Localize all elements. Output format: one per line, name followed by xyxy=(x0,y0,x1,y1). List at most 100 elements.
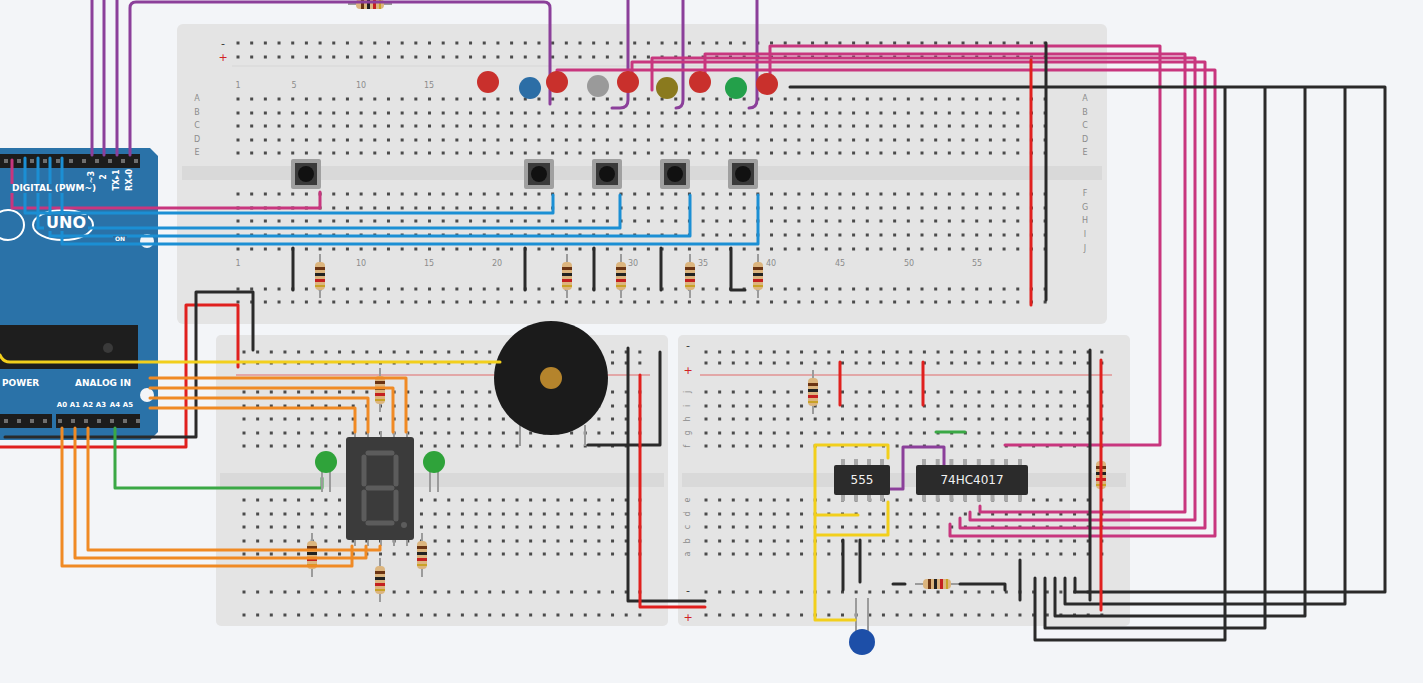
row-letter: H xyxy=(1082,217,1088,225)
arduino-board xyxy=(0,154,140,168)
rail-marker: - xyxy=(686,585,690,596)
led xyxy=(725,77,747,99)
row-letter: f xyxy=(684,445,692,448)
resistor-symbol xyxy=(307,533,317,577)
capacitor xyxy=(856,598,868,632)
wire xyxy=(632,62,1205,528)
led xyxy=(546,71,568,93)
row-letter: A xyxy=(1082,95,1087,103)
pin-label: A4 xyxy=(110,402,120,409)
column-number: 20 xyxy=(492,260,502,268)
wire xyxy=(115,428,322,488)
buzzer xyxy=(584,425,586,446)
rail-marker: + xyxy=(683,365,692,376)
chip-label: 74HC4017 xyxy=(940,474,1003,486)
pushbutton xyxy=(735,166,751,182)
board-label: POWER xyxy=(0,379,41,388)
row-letter: a xyxy=(684,552,692,557)
wire xyxy=(0,0,1385,640)
breadboard-lower-right xyxy=(678,335,1130,626)
wire xyxy=(5,292,253,437)
buzzer xyxy=(540,367,562,389)
resistor-symbol xyxy=(808,370,818,414)
rail-marker: + xyxy=(218,52,227,63)
led xyxy=(656,77,678,99)
column-number: 1 xyxy=(235,82,240,90)
arduino-board xyxy=(0,210,24,240)
breadboard-lower-right xyxy=(700,375,1112,376)
column-number: 35 xyxy=(698,260,708,268)
column-number: 40 xyxy=(766,260,776,268)
chip-label: 555 xyxy=(851,474,874,486)
breadboard-lower-right xyxy=(678,335,1130,626)
board-label: ON xyxy=(113,236,127,242)
led xyxy=(617,71,639,93)
resistor-symbol xyxy=(616,254,626,298)
row-letter: e xyxy=(684,498,692,503)
pushbutton xyxy=(667,166,683,182)
buzzer xyxy=(494,321,608,446)
row-letter: B xyxy=(1082,109,1088,117)
row-letter: E xyxy=(194,149,199,157)
led xyxy=(423,451,445,473)
arduino-board xyxy=(4,419,140,423)
seven-segment-display xyxy=(401,522,407,528)
led xyxy=(315,451,337,473)
led xyxy=(322,470,438,492)
row-letter: E xyxy=(1082,149,1087,157)
column-number: 55 xyxy=(972,260,982,268)
buzzer xyxy=(519,425,521,446)
capacitor xyxy=(849,598,875,655)
row-letter: B xyxy=(194,109,200,117)
pin-label: RX◂0 xyxy=(126,169,134,191)
column-number: 1 xyxy=(235,260,240,268)
board-label: DIGITAL (PWM~) xyxy=(10,184,98,193)
pin-label: A5 xyxy=(123,402,133,409)
wire xyxy=(130,2,550,155)
pushbutton xyxy=(599,166,615,182)
pin-label: A1 xyxy=(70,402,80,409)
seven-segment-display xyxy=(346,432,414,546)
column-number: 50 xyxy=(904,260,914,268)
led xyxy=(689,71,711,93)
arduino-board xyxy=(103,343,113,353)
row-letter: D xyxy=(1082,136,1088,144)
row-letter: c xyxy=(684,525,692,529)
resistor-symbol xyxy=(315,254,325,298)
pushbutton xyxy=(291,159,321,189)
wire xyxy=(790,87,1385,640)
row-letter: D xyxy=(194,136,200,144)
column-number: 15 xyxy=(424,260,434,268)
wire xyxy=(557,70,1215,536)
capacitor xyxy=(849,629,875,655)
pushbutton xyxy=(295,163,317,185)
wire xyxy=(62,428,380,566)
column-number: 10 xyxy=(356,260,366,268)
wire xyxy=(0,355,500,362)
pushbutton xyxy=(660,159,690,189)
row-letter: A xyxy=(194,95,199,103)
row-letter: J xyxy=(1084,245,1086,253)
row-letter: i xyxy=(684,405,692,407)
column-number: 15 xyxy=(424,82,434,90)
pushbutton xyxy=(524,159,554,189)
pushbutton xyxy=(291,159,758,189)
resistor-symbol xyxy=(562,254,572,298)
led xyxy=(756,73,778,95)
column-number: 10 xyxy=(356,82,366,90)
arduino-board xyxy=(140,388,154,402)
rail-marker: - xyxy=(221,38,225,49)
wire xyxy=(293,248,745,290)
arduino-board: UNODIGITAL (PWM~)POWERANALOG INON xyxy=(0,148,158,440)
led xyxy=(477,71,499,93)
pin-label: ~3 xyxy=(88,171,96,183)
resistor-symbol xyxy=(375,368,385,412)
pushbutton xyxy=(596,163,618,185)
breadboard-main xyxy=(237,43,1049,302)
led xyxy=(315,71,778,492)
arduino-board xyxy=(0,148,158,440)
timer-chip: 555 xyxy=(834,465,890,495)
row-letter: d xyxy=(684,511,692,516)
